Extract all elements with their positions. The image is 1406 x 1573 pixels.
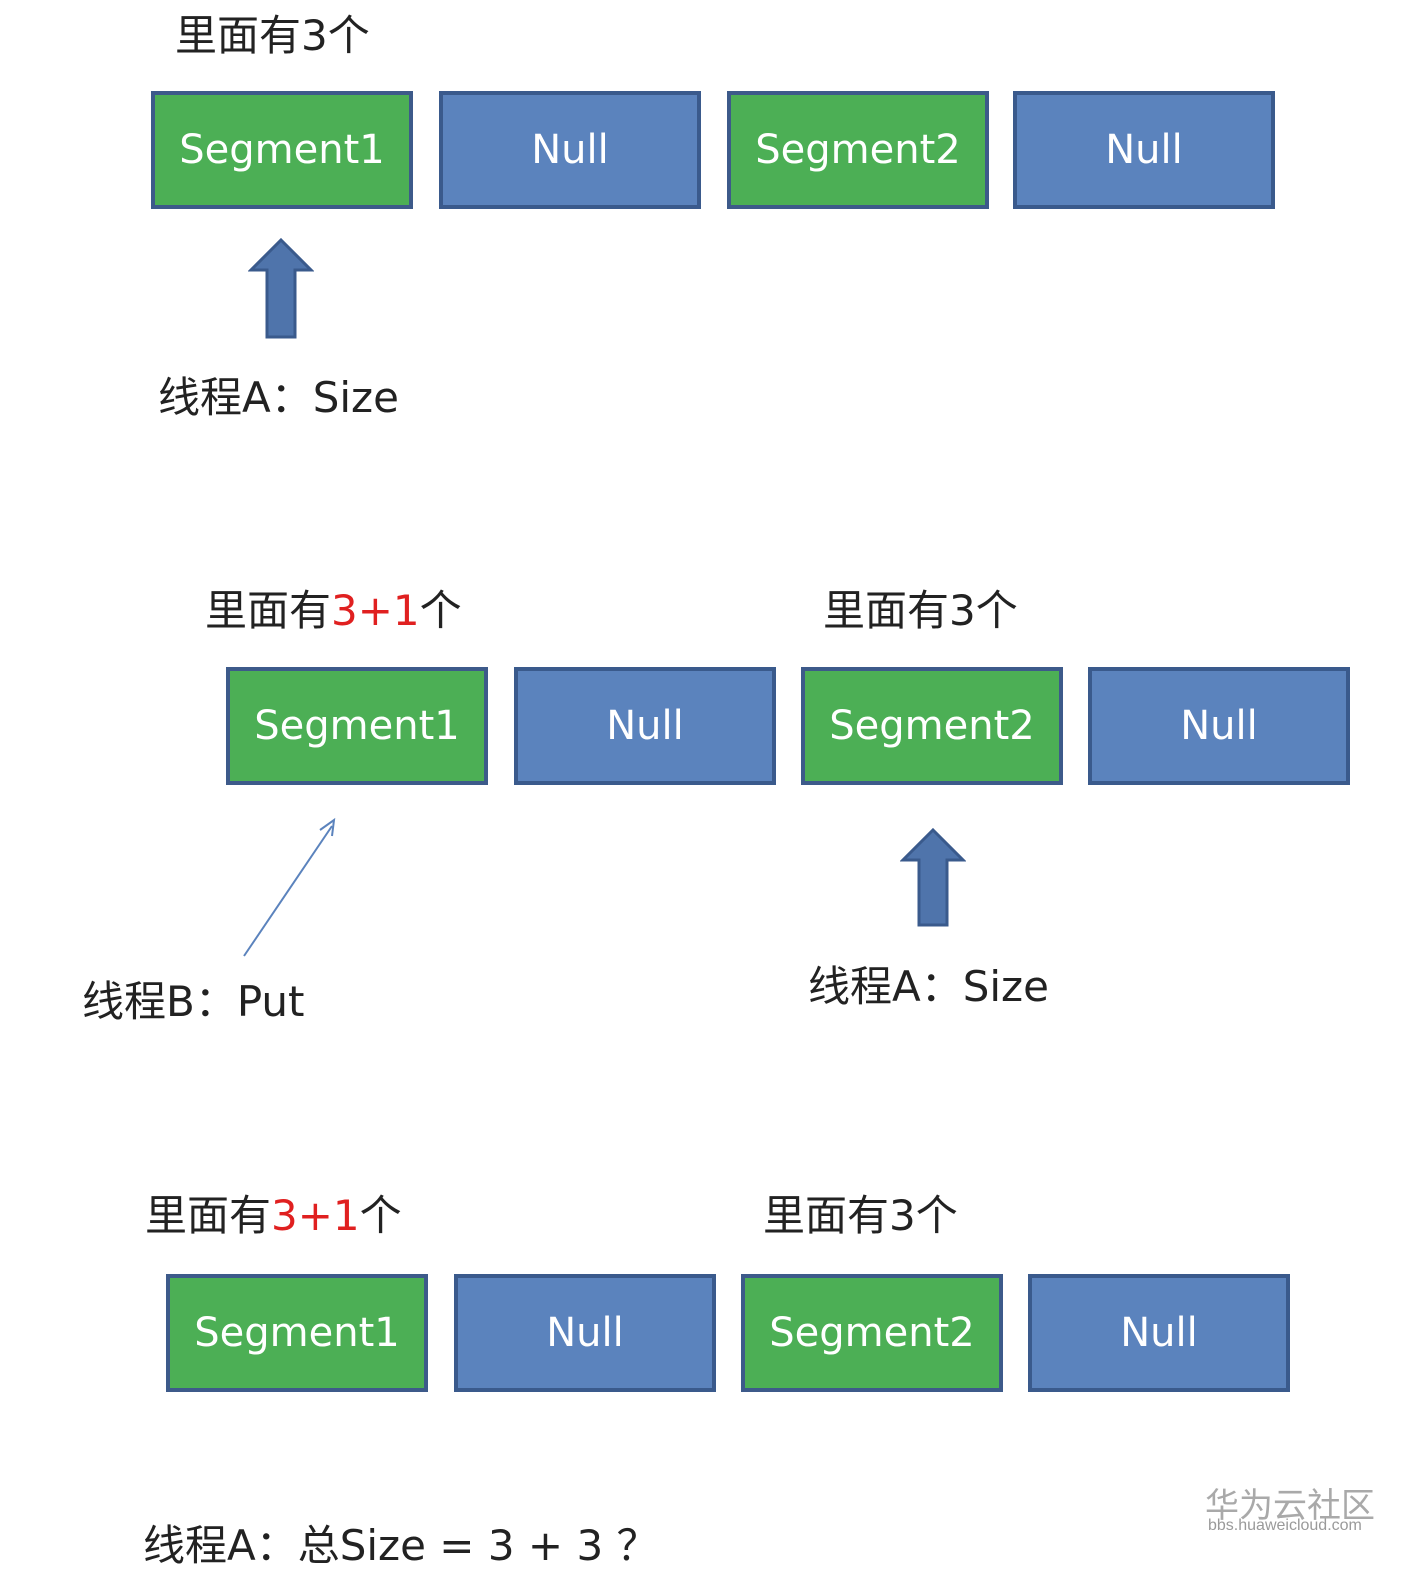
row2-thread-a-label: 线程A：Size [808,962,1049,1011]
row2-count-highlight: 3+1 [331,586,420,635]
row2-thread-b-thin-arrow-icon [243,817,336,957]
row3-count-prefix: 里面有 [145,1191,272,1240]
row3-count-highlight: 3+1 [271,1191,360,1240]
row3-null-box-1: Null [454,1274,716,1392]
row3-segment1-box: Segment1 [166,1274,428,1392]
row1-segment2-box: Segment2 [727,91,989,209]
row3-count-suffix: 个 [359,1191,402,1240]
watermark-name: 华为云社区 [1205,1486,1375,1526]
row2-up-arrow-icon [900,828,966,927]
row2-count-suffix: 个 [419,586,462,635]
row2-count-label-left: 里面有3+1个 [205,577,462,638]
row3-count-label-right: 里面有3个 [763,1191,958,1240]
row3-total-size-label: 线程A：总Size = 3 + 3 ？ [143,1521,659,1570]
row2-segment2-box: Segment2 [801,667,1063,785]
row3-segment2-box: Segment2 [741,1274,1003,1392]
row3-count-label-left: 里面有3+1个 [145,1182,402,1243]
row1-up-arrow-icon [248,238,314,339]
row1-null-box-2: Null [1013,91,1275,209]
row2-thread-b-label: 线程B：Put [82,977,305,1026]
row1-null-box-1: Null [439,91,701,209]
row1-thread-a-label: 线程A：Size [158,373,399,422]
row2-null-box-2: Null [1088,667,1350,785]
watermark-url: bbs.huaweicloud.com [1208,1517,1362,1534]
row2-segment1-box: Segment1 [226,667,488,785]
row2-count-label-right: 里面有3个 [823,586,1018,635]
row2-null-box-1: Null [514,667,776,785]
row3-null-box-2: Null [1028,1274,1290,1392]
row2-count-prefix: 里面有 [205,586,332,635]
row1-segment1-box: Segment1 [151,91,413,209]
row1-count-label: 里面有3个 [175,11,370,60]
